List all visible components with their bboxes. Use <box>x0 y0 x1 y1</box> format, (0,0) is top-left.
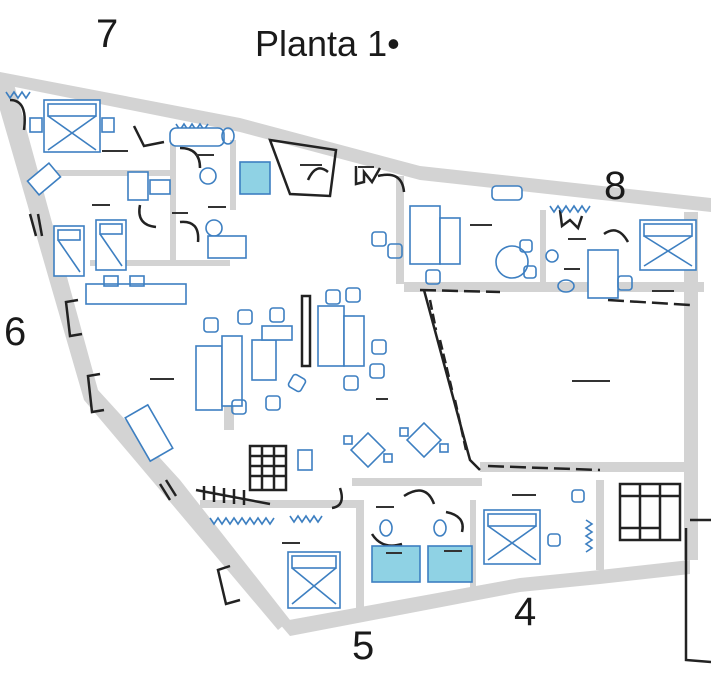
exterior-walls <box>0 72 711 636</box>
unit-number-5: 5 <box>352 624 375 668</box>
unit-number-7: 7 <box>96 12 119 56</box>
room-label-marks <box>92 150 674 554</box>
radiators <box>5 90 594 553</box>
plan-title: Planta 1• <box>255 23 400 64</box>
doors <box>9 98 630 547</box>
structural-lines <box>28 138 711 664</box>
beds <box>29 99 697 609</box>
unit-number-6: 6 <box>4 310 27 354</box>
unit-number-8: 8 <box>604 164 627 208</box>
unit-number-4: 4 <box>514 590 537 634</box>
living-furniture <box>26 161 633 547</box>
